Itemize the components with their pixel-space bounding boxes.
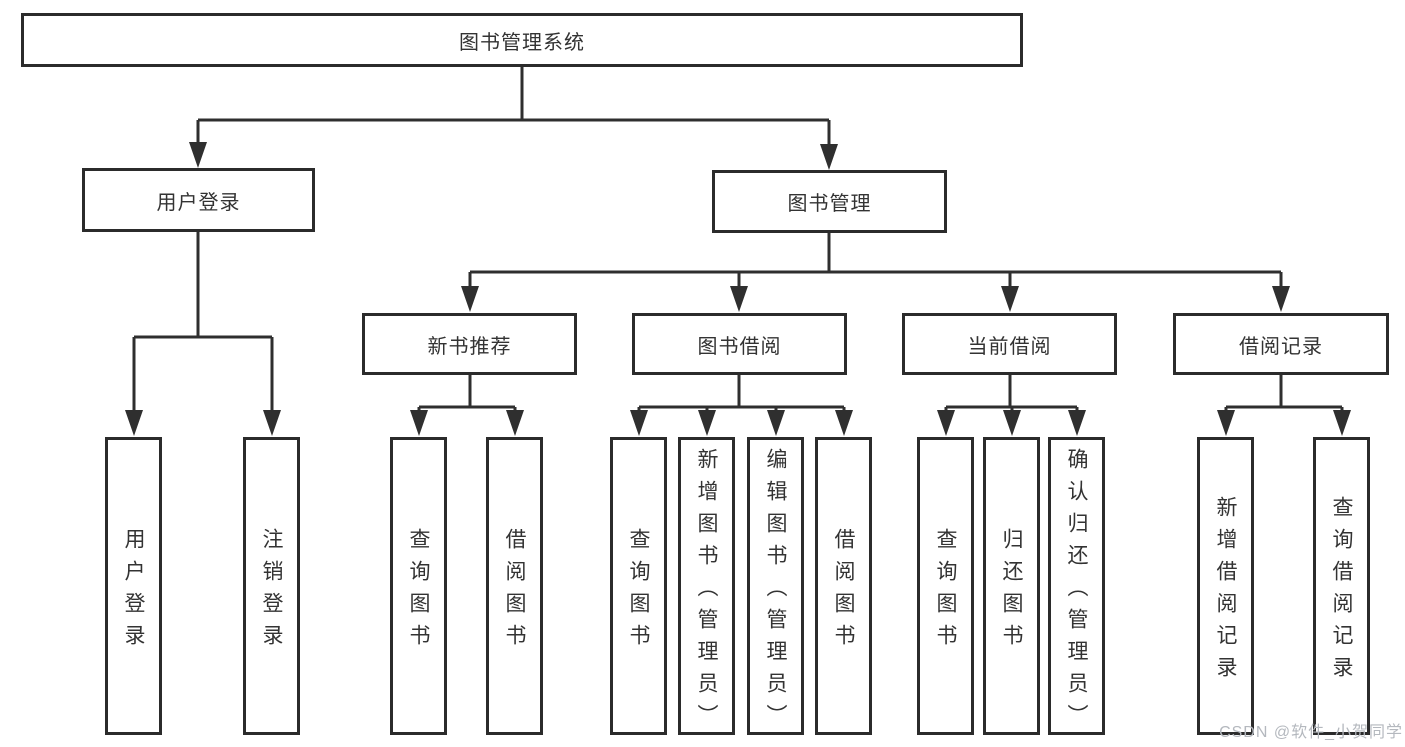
node-book-management: 图书管理 [712, 170, 947, 233]
leaf-label: 查询借阅记录 [1330, 495, 1353, 688]
leaf-return-books: 归还图书 [983, 437, 1040, 735]
leaf-label: 借阅图书 [503, 527, 526, 656]
node-book-borrowing: 图书借阅 [632, 313, 847, 375]
node-library-management-system: 图书管理系统 [21, 13, 1023, 67]
leaf-label: 注销登录 [260, 527, 283, 656]
leaf-add-borrow-record: 新增借阅记录 [1197, 437, 1254, 735]
leaf-label: 编辑图书（管理员） [764, 447, 787, 736]
node-label: 图书借阅 [697, 335, 782, 358]
leaf-label: 新增图书（管理员） [695, 447, 718, 736]
leaf-logout: 注销登录 [243, 437, 300, 735]
leaf-query-borrow-record: 查询借阅记录 [1313, 437, 1370, 735]
leaf-query-books-current: 查询图书 [917, 437, 974, 735]
node-label: 用户登录 [156, 191, 241, 214]
leaf-label: 查询图书 [627, 527, 650, 656]
leaf-borrow-books: 借阅图书 [815, 437, 872, 735]
node-label: 图书管理 [787, 193, 872, 215]
leaf-label: 查询图书 [934, 527, 957, 656]
leaf-label: 查询图书 [407, 527, 430, 656]
node-label: 借阅记录 [1239, 335, 1323, 358]
node-new-book-recommendation: 新书推荐 [362, 313, 577, 375]
leaf-edit-books-admin: 编辑图书（管理员） [747, 437, 804, 736]
leaf-label: 用户登录 [122, 527, 145, 656]
node-borrowing-records: 借阅记录 [1173, 313, 1389, 375]
leaf-label: 借阅图书 [832, 527, 855, 656]
leaf-confirm-return-admin: 确认归还（管理员） [1048, 437, 1105, 736]
csdn-watermark: CSDN @软件_小贺同学 [1219, 724, 1403, 741]
leaf-user-login: 用户登录 [105, 437, 162, 735]
node-user-login: 用户登录 [82, 168, 315, 232]
node-label: 当前借阅 [967, 335, 1052, 358]
node-label: 新书推荐 [427, 335, 512, 358]
leaf-borrow-books-recommend: 借阅图书 [486, 437, 543, 735]
node-label: 图书管理系统 [459, 31, 585, 54]
leaf-label: 归还图书 [1000, 527, 1023, 656]
leaf-query-books-recommend: 查询图书 [390, 437, 447, 735]
node-current-borrowing: 当前借阅 [902, 313, 1117, 375]
leaf-label: 确认归还（管理员） [1065, 447, 1088, 736]
leaf-label: 新增借阅记录 [1214, 495, 1237, 688]
arrowheads [125, 142, 1351, 436]
leaf-add-books-admin: 新增图书（管理员） [678, 437, 735, 736]
leaf-query-books-borrow: 查询图书 [610, 437, 667, 735]
